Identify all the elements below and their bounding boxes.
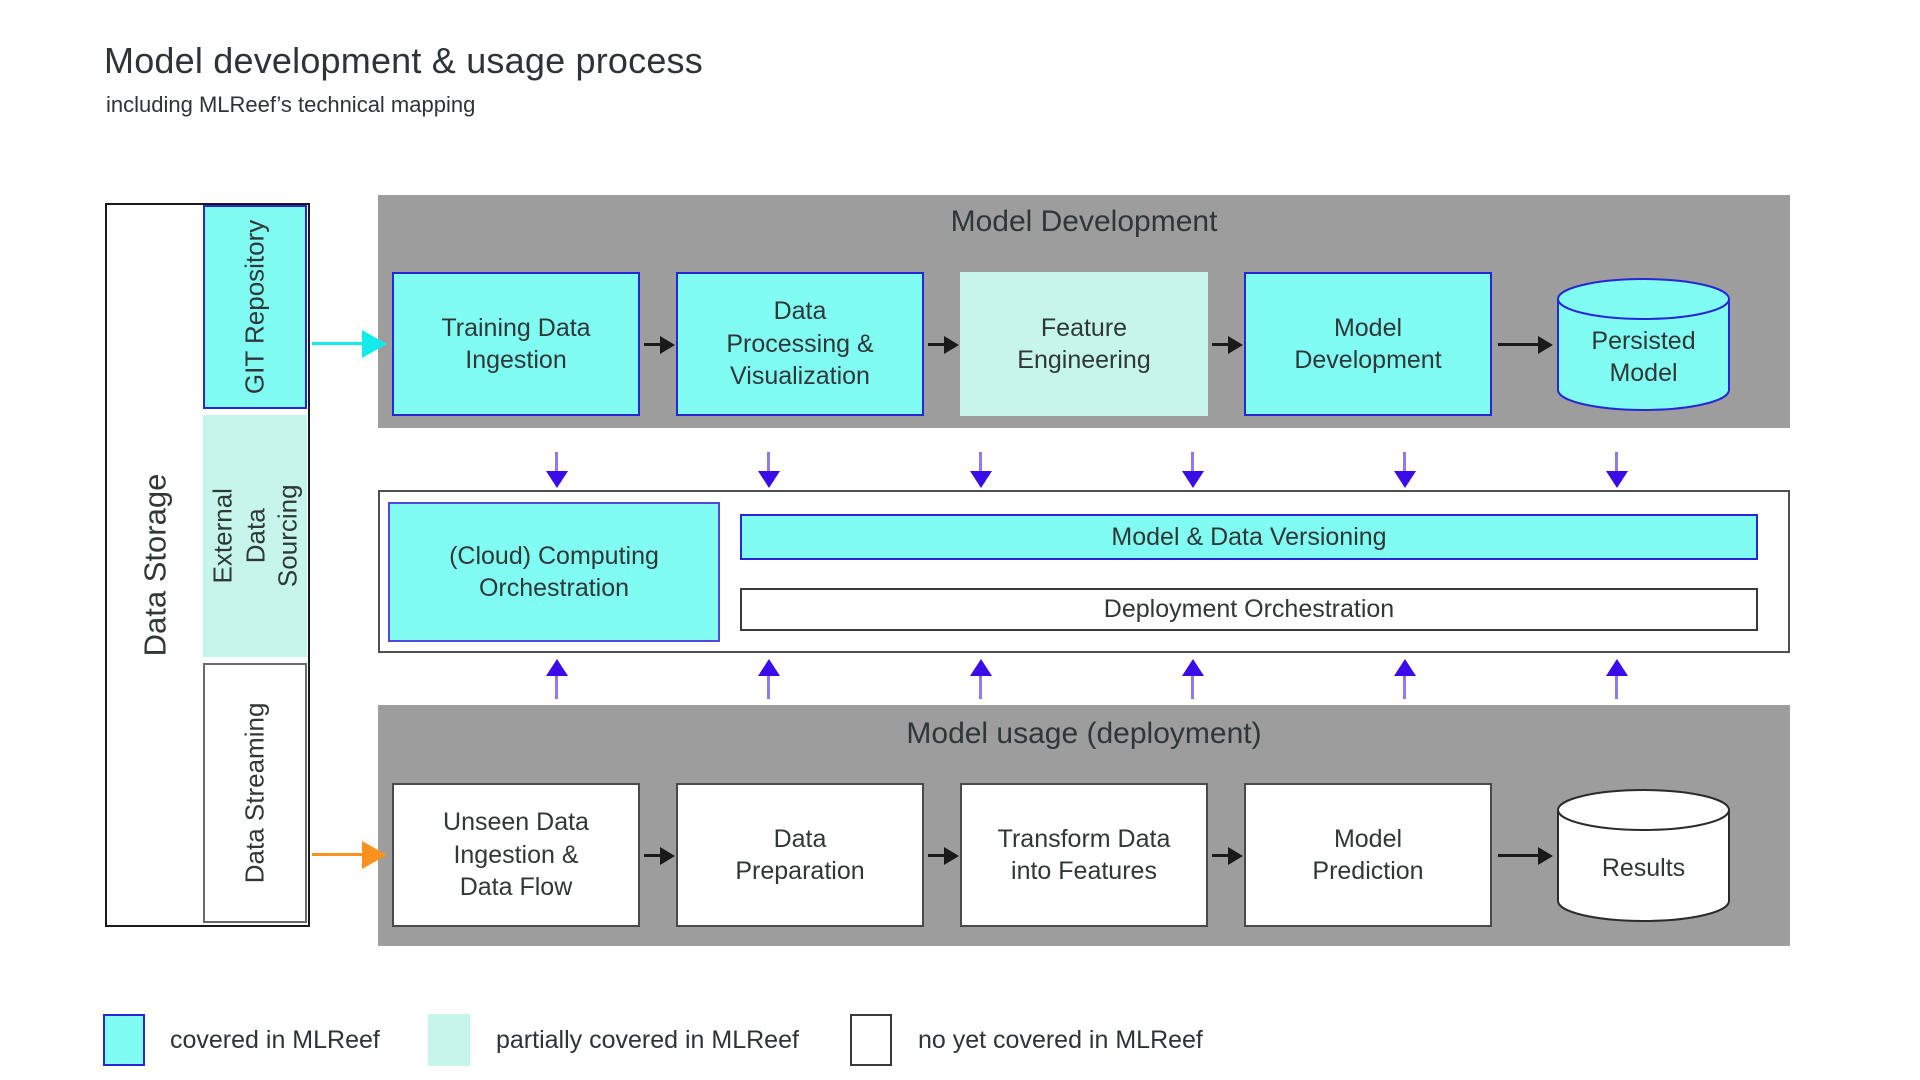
orange-flow-arrow-icon <box>312 853 362 856</box>
step-model-development: Model Development <box>1244 272 1492 416</box>
model-data-versioning-bar: Model & Data Versioning <box>740 514 1758 560</box>
purple-up-arrow-icon <box>1615 676 1618 699</box>
deployment-orchestration-bar: Deployment Orchestration <box>740 588 1758 631</box>
legend-label-not-covered: no yet covered in MLReef <box>918 1025 1203 1054</box>
persisted-model-cylinder: Persisted Model <box>1556 277 1731 412</box>
flow-arrow-icon <box>928 343 944 346</box>
model-usage-title: Model usage (deployment) <box>906 717 1262 750</box>
purple-down-arrow-icon <box>555 452 558 471</box>
page-title: Model development & usage process <box>104 40 703 81</box>
cylinder-shape-icon <box>1557 278 1730 411</box>
step-unseen-data-ingestion: Unseen Data Ingestion & Data Flow <box>392 783 640 927</box>
legend-swatch-partially-covered <box>428 1014 470 1066</box>
purple-up-arrow-icon <box>767 676 770 699</box>
purple-up-arrow-icon <box>1403 676 1406 699</box>
legend-swatch-not-covered <box>850 1014 892 1066</box>
flow-arrow-icon <box>644 854 660 857</box>
purple-up-arrow-icon <box>979 676 982 699</box>
step-data-preparation: Data Preparation <box>676 783 924 927</box>
purple-down-arrow-icon <box>979 452 982 471</box>
step-training-data-ingestion: Training Data Ingestion <box>392 272 640 416</box>
flow-arrow-icon <box>1212 854 1228 857</box>
flow-arrow-icon <box>928 854 944 857</box>
cylinder-shape-icon <box>1557 789 1730 922</box>
flow-arrow-icon <box>1212 343 1228 346</box>
purple-up-arrow-icon <box>1191 676 1194 699</box>
purple-up-arrow-icon <box>555 676 558 699</box>
step-model-prediction: Model Prediction <box>1244 783 1492 927</box>
flow-arrow-icon <box>1498 343 1538 346</box>
cloud-computing-orchestration-box: (Cloud) Computing Orchestration <box>388 502 720 642</box>
external-data-sourcing-label: External Data Sourcing <box>207 484 303 588</box>
data-streaming-label: Data Streaming <box>239 702 270 884</box>
git-repository-label: GIT Repository <box>239 219 270 395</box>
legend-swatch-covered <box>103 1014 145 1066</box>
data-storage-label-wrap: Data Storage <box>105 203 205 927</box>
git-repository-box: GIT Repository <box>203 205 307 409</box>
results-label: Results <box>1601 853 1686 882</box>
data-streaming-box: Data Streaming <box>203 663 307 923</box>
persisted-model-label: Persisted Model <box>1591 326 1696 388</box>
step-transform-data-into-features: Transform Data into Features <box>960 783 1208 927</box>
cyan-flow-arrow-icon <box>312 342 362 345</box>
data-storage-label: Data Storage <box>137 473 173 657</box>
purple-down-arrow-icon <box>767 452 770 471</box>
purple-down-arrow-icon <box>1615 452 1618 471</box>
purple-down-arrow-icon <box>1191 452 1194 471</box>
legend-label-covered: covered in MLReef <box>170 1025 380 1054</box>
flow-arrow-icon <box>1498 854 1538 857</box>
purple-down-arrow-icon <box>1403 452 1406 471</box>
model-development-title: Model Development <box>950 205 1218 238</box>
flow-arrow-icon <box>644 343 660 346</box>
external-data-sourcing-box: External Data Sourcing <box>203 415 307 657</box>
legend-label-partially-covered: partially covered in MLReef <box>496 1025 799 1054</box>
results-cylinder: Results <box>1556 788 1731 923</box>
page-subtitle: including MLReef’s technical mapping <box>106 92 476 117</box>
step-data-processing-visualization: Data Processing & Visualization <box>676 272 924 416</box>
step-feature-engineering: Feature Engineering <box>960 272 1208 416</box>
